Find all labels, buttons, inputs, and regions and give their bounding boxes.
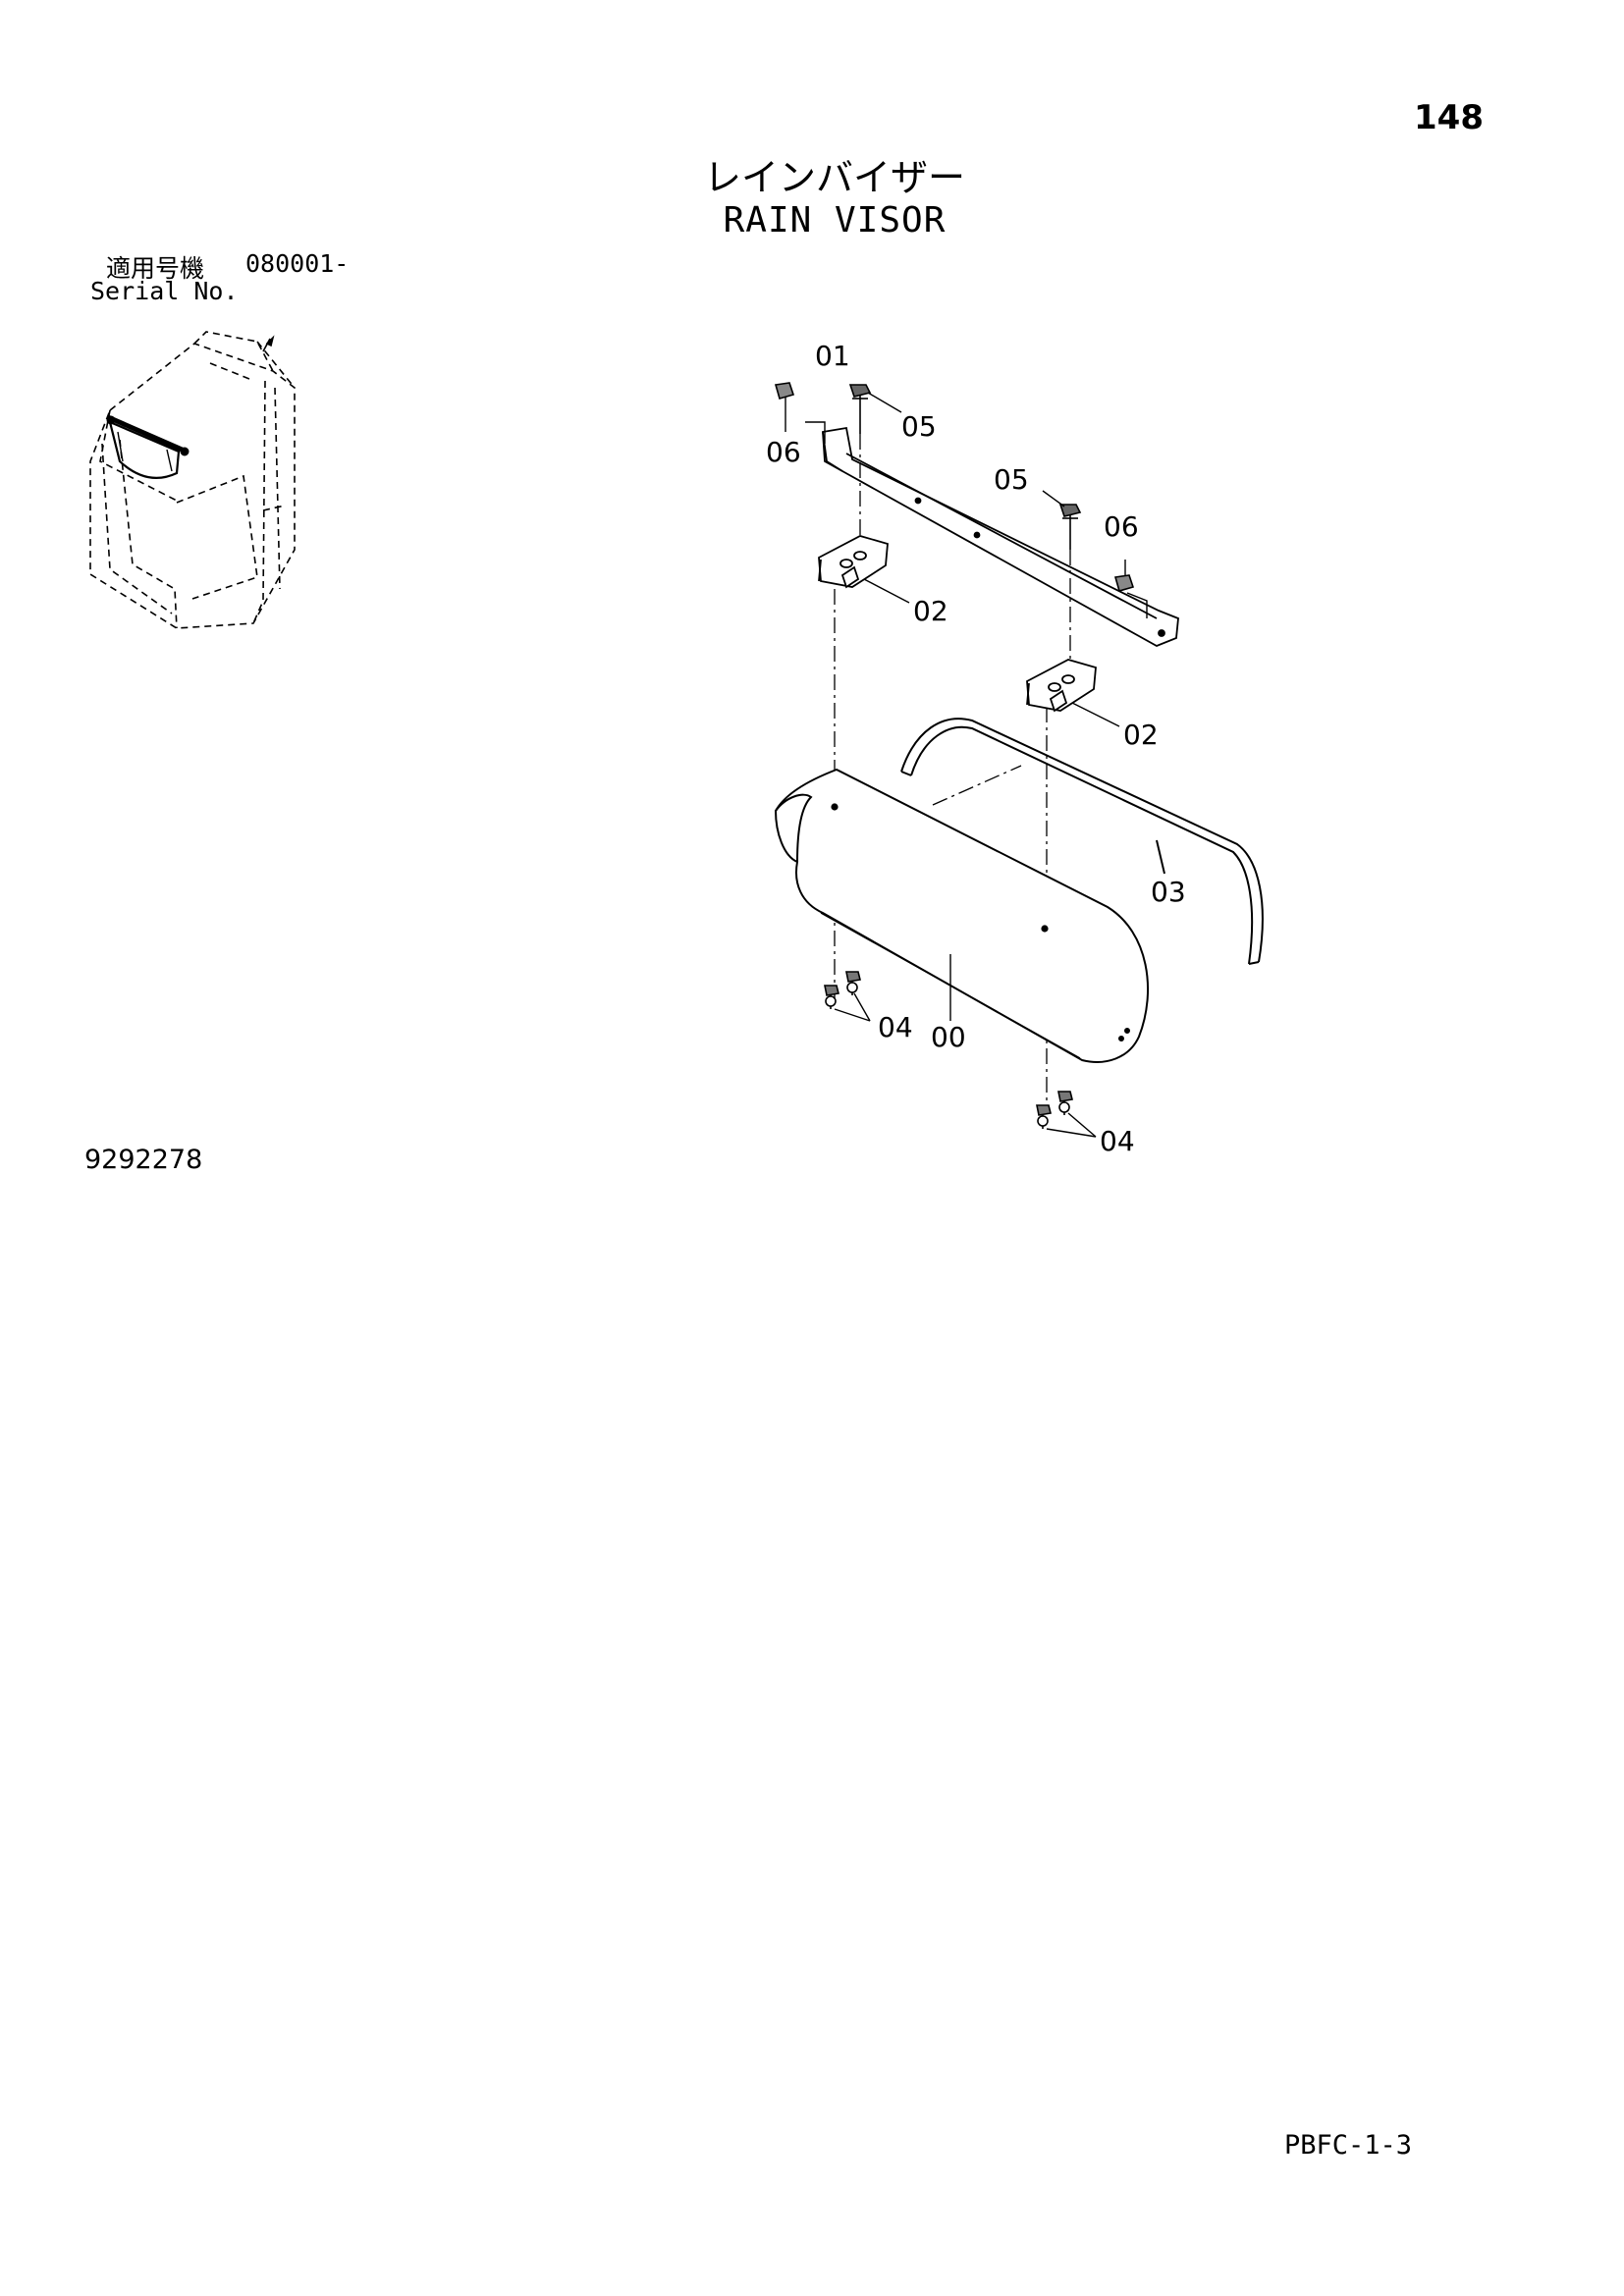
bracket-part-02-left	[818, 535, 889, 589]
callout-05-left: 05	[901, 410, 937, 443]
callout-04-right: 04	[1100, 1125, 1135, 1157]
bracket-part-02-right	[1026, 659, 1097, 713]
callout-00: 00	[931, 1021, 966, 1053]
bolt-part-05-left	[848, 384, 872, 434]
callout-01: 01	[815, 340, 850, 372]
title-english: RAIN VISOR	[723, 200, 947, 240]
serial-label-english: Serial No.	[90, 277, 239, 305]
callout-04-left: 04	[878, 1011, 913, 1043]
callout-06-right: 06	[1104, 510, 1139, 543]
title-japanese: レインバイザー	[703, 156, 965, 199]
nut-part-06-right	[1113, 574, 1135, 592]
page-number: 148	[1414, 98, 1484, 137]
nut-part-06-left	[774, 382, 795, 400]
seal-strip-part-03	[900, 718, 1264, 965]
screws-part-04-left	[824, 971, 861, 1009]
visor-panel-part-00	[774, 768, 1149, 1063]
leader-lines-upper	[785, 392, 1148, 618]
callout-03: 03	[1151, 876, 1186, 908]
cab-locator-illustration	[89, 331, 296, 629]
callout-05-right: 05	[994, 463, 1029, 496]
callout-02-right: 02	[1123, 719, 1159, 751]
callout-02-left: 02	[913, 595, 948, 627]
leader-lines-02	[863, 578, 1120, 727]
bolt-part-05-right	[1058, 504, 1082, 550]
screws-part-04-right	[1036, 1091, 1073, 1129]
leader-lines-04	[834, 992, 1097, 1138]
serial-value: 080001-	[245, 249, 350, 278]
drawing-number: 9292278	[84, 1145, 203, 1175]
visor-highlight	[106, 414, 189, 479]
callout-06-left: 06	[766, 436, 801, 468]
footer-code: PBFC-1-3	[1284, 2130, 1413, 2161]
serial-label-japanese: 適用号機	[106, 254, 205, 283]
